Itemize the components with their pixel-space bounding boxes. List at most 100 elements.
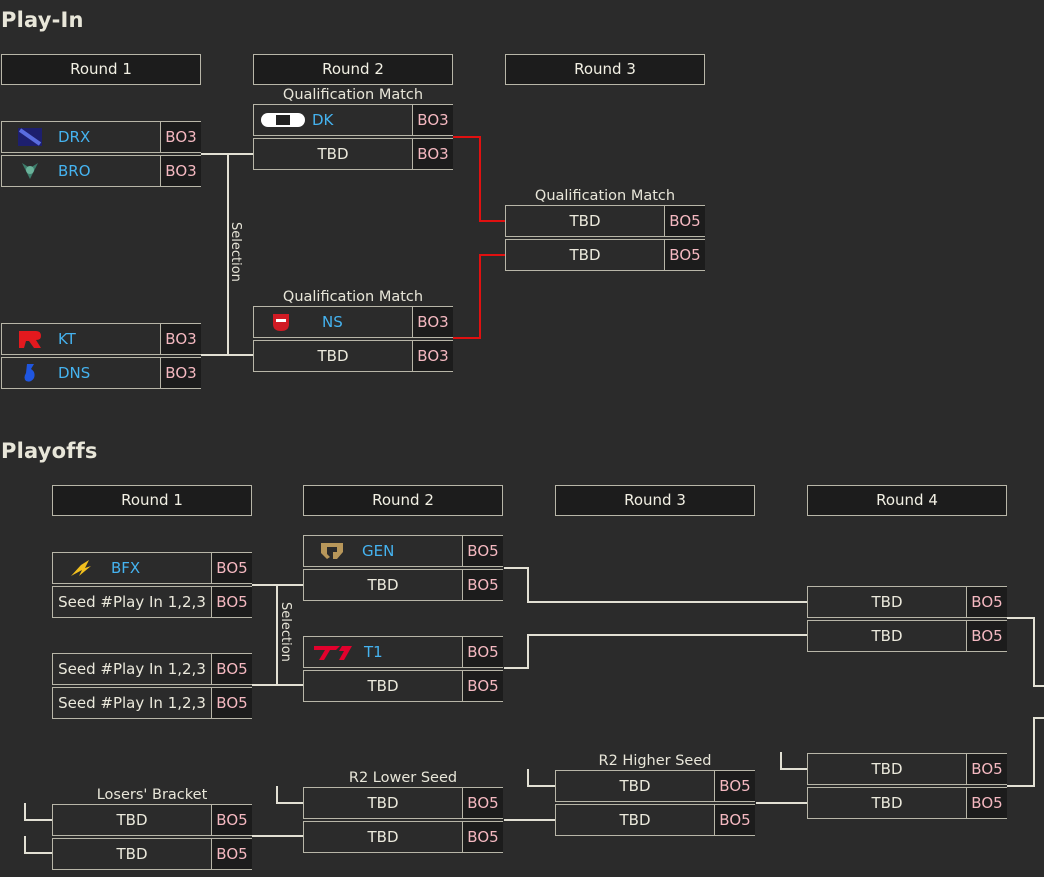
series-format: BO5 (211, 654, 252, 684)
series-format: BO3 (412, 105, 453, 135)
team-name: TBD (317, 347, 349, 365)
series-format: BO5 (966, 621, 1007, 651)
series-format: BO3 (160, 324, 201, 354)
team-slot[interactable]: Seed #Play In 1,2,3 BO5 (52, 653, 252, 685)
team-name: Seed #Play In 1,2,3 (58, 694, 206, 712)
series-format: BO5 (714, 805, 755, 835)
team-name: TBD (317, 145, 349, 163)
team-name: TBD (871, 794, 903, 812)
team-slot[interactable]: TBD BO5 (807, 620, 1007, 652)
team-slot[interactable]: TBD BO5 (555, 770, 755, 802)
selection-label: Selection (278, 602, 293, 662)
series-format: BO3 (160, 358, 201, 388)
series-format: BO5 (966, 754, 1007, 784)
team-name: TBD (871, 593, 903, 611)
series-format: BO3 (160, 122, 201, 152)
series-format: BO5 (462, 536, 503, 566)
bfx-logo-icon (67, 557, 95, 579)
playoffs-round-1-header: Round 1 (52, 485, 252, 516)
team-name: TBD (116, 811, 148, 829)
team-slot[interactable]: DRX BO3 (1, 121, 201, 153)
team-slot[interactable]: TBD BO3 (253, 340, 453, 372)
team-name: NS (322, 313, 343, 331)
team-name: TBD (619, 811, 651, 829)
series-format: BO5 (211, 839, 252, 869)
team-name: GEN (362, 542, 395, 560)
series-format: BO5 (211, 587, 252, 617)
team-name: Seed #Play In 1,2,3 (58, 660, 206, 678)
team-name: TBD (619, 777, 651, 795)
series-format: BO3 (412, 139, 453, 169)
losers-bracket-label: Losers' Bracket (96, 787, 208, 803)
bro-logo-icon (16, 160, 44, 182)
team-slot[interactable]: TBD BO5 (555, 804, 755, 836)
team-slot[interactable]: TBD BO5 (303, 787, 503, 819)
playoffs-round-4-header: Round 4 (807, 485, 1007, 516)
series-format: BO5 (966, 587, 1007, 617)
team-slot[interactable]: TBD BO5 (52, 804, 252, 836)
team-name: Seed #Play In 1,2,3 (58, 593, 206, 611)
playin-round-2-header: Round 2 (253, 54, 453, 85)
series-format: BO5 (462, 637, 503, 667)
team-slot[interactable]: TBD BO3 (253, 138, 453, 170)
team-name: TBD (116, 845, 148, 863)
drx-logo-icon (16, 126, 44, 148)
team-slot[interactable]: TBD BO5 (807, 586, 1007, 618)
team-slot[interactable]: TBD BO5 (303, 670, 503, 702)
team-slot[interactable]: NS BO3 (253, 306, 453, 338)
series-format: BO5 (714, 771, 755, 801)
ns-logo-icon (270, 311, 298, 333)
series-format: BO5 (211, 553, 252, 583)
team-slot[interactable]: TBD BO5 (505, 205, 705, 237)
team-slot[interactable]: TBD BO5 (505, 239, 705, 271)
r2-higher-seed-label: R2 Higher Seed (598, 753, 712, 769)
playin-title: Play-In (1, 8, 84, 32)
team-slot[interactable]: DNS BO3 (1, 357, 201, 389)
team-slot[interactable]: BFX BO5 (52, 552, 252, 584)
team-slot[interactable]: TBD BO5 (303, 821, 503, 853)
team-slot[interactable]: TBD BO5 (807, 787, 1007, 819)
team-name: TBD (569, 212, 601, 230)
team-name: BRO (58, 162, 91, 180)
series-format: BO3 (412, 341, 453, 371)
playoffs-round-2-header: Round 2 (303, 485, 503, 516)
series-format: BO5 (664, 206, 705, 236)
team-name: TBD (367, 794, 399, 812)
series-format: BO5 (462, 570, 503, 600)
team-slot[interactable]: KT BO3 (1, 323, 201, 355)
team-name: TBD (367, 576, 399, 594)
qualification-match-label: Qualification Match (282, 87, 424, 103)
playoffs-round-3-header: Round 3 (555, 485, 755, 516)
series-format: BO5 (664, 240, 705, 270)
team-name: DRX (58, 128, 91, 146)
team-slot[interactable]: TBD BO5 (303, 569, 503, 601)
team-name: TBD (367, 828, 399, 846)
team-slot[interactable]: Seed #Play In 1,2,3 BO5 (52, 586, 252, 618)
team-slot[interactable]: Seed #Play In 1,2,3 BO5 (52, 687, 252, 719)
team-slot[interactable]: BRO BO3 (1, 155, 201, 187)
team-slot[interactable]: T1 BO5 (303, 636, 503, 668)
team-name: DNS (58, 364, 91, 382)
team-slot[interactable]: TBD BO5 (52, 838, 252, 870)
team-name: DK (312, 111, 334, 129)
team-name: T1 (364, 643, 383, 661)
series-format: BO5 (211, 805, 252, 835)
series-format: BO5 (462, 822, 503, 852)
playin-round-3-header: Round 3 (505, 54, 705, 85)
team-name: TBD (871, 627, 903, 645)
team-name: TBD (871, 760, 903, 778)
qualification-match-label: Qualification Match (282, 289, 424, 305)
team-slot[interactable]: DK BO3 (253, 104, 453, 136)
series-format: BO3 (412, 307, 453, 337)
team-name: BFX (111, 559, 141, 577)
dk-logo-icon (260, 109, 306, 131)
team-slot[interactable]: TBD BO5 (807, 753, 1007, 785)
series-format: BO5 (966, 788, 1007, 818)
team-slot[interactable]: GEN BO5 (303, 535, 503, 567)
series-format: BO5 (211, 688, 252, 718)
kt-logo-icon (16, 328, 44, 350)
dns-logo-icon (16, 362, 44, 384)
playoffs-title: Playoffs (1, 439, 98, 463)
team-name: KT (58, 330, 76, 348)
